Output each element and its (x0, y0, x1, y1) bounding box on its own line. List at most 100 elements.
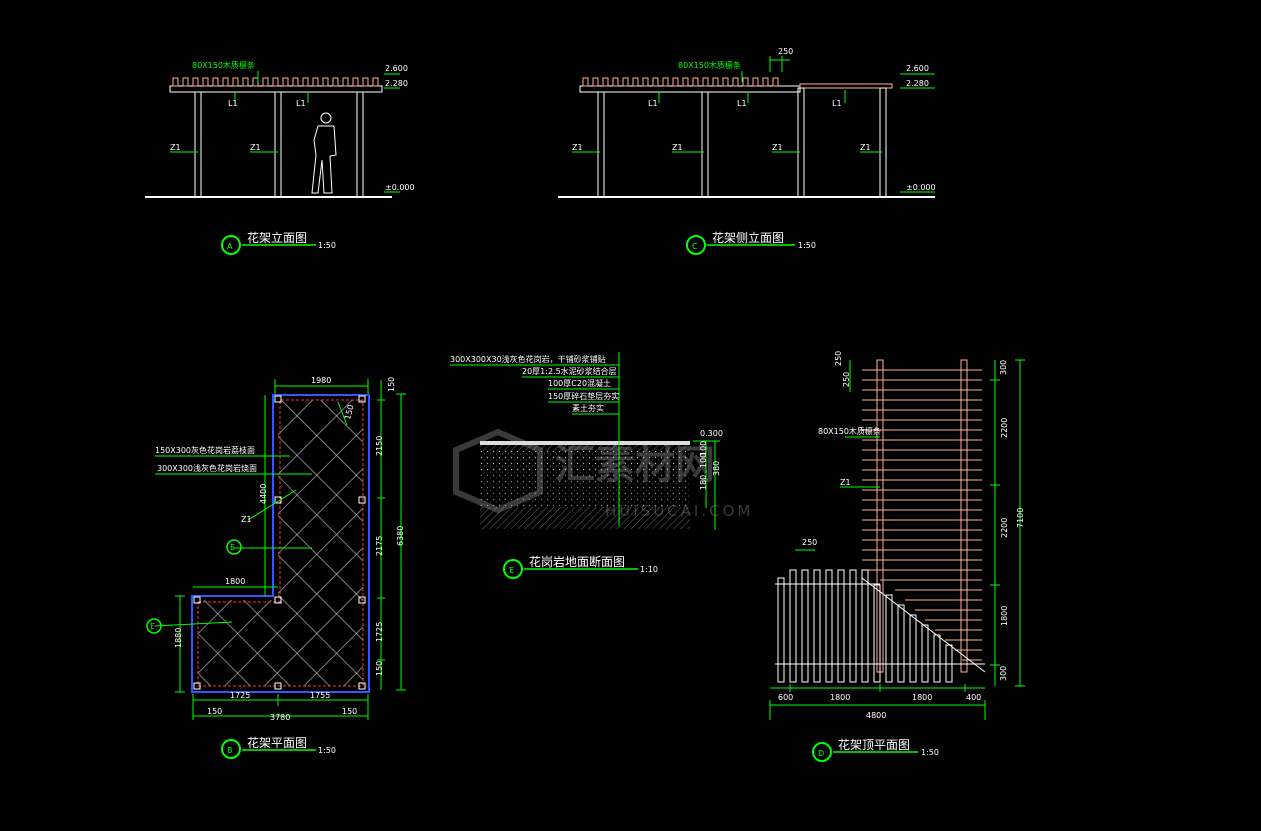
beam-label: L1 (228, 99, 238, 108)
view-e-section: 300X300X30浅灰色花岗岩，干铺砂浆铺贴 20厚1:2.5水泥砂浆结合层 … (450, 352, 723, 579)
layer-note: 300X300X30浅灰色花岗岩，干铺砂浆铺贴 (450, 354, 606, 364)
view-tag: B (227, 746, 233, 755)
main-beam (169, 85, 383, 93)
view-tag: E (509, 566, 514, 575)
purlin-ends (582, 77, 779, 87)
dim-right: 1725 (375, 622, 384, 642)
layer-note: 20厚1:2.5水泥砂浆结合层 (522, 366, 617, 376)
purlin-ends (172, 77, 379, 87)
spacing-dim: 250 (778, 47, 793, 56)
view-tag-circle (503, 559, 523, 579)
dim-bottom-total: 3780 (270, 713, 290, 722)
view-title-e: E 花岗岩地面断面图 1:10 (503, 554, 658, 579)
view-tag-circle (812, 742, 832, 762)
dim-bottom-total: 4800 (866, 711, 886, 720)
section-tag: E (150, 622, 155, 631)
dim-bottom: 150 (207, 707, 222, 716)
column-marks (193, 395, 366, 690)
dim-left: 1880 (174, 628, 183, 648)
side-wing (775, 569, 986, 683)
beam-label: L1 (648, 99, 658, 108)
main-beam (579, 85, 801, 93)
section-tag: E (230, 543, 235, 552)
view-scale: 1:50 (318, 241, 336, 250)
view-title: 花架立面图 (247, 230, 307, 245)
view-title-d: D 花架顶平面图 1:50 (812, 737, 939, 762)
level-mid: 2.280 (385, 79, 408, 88)
column (797, 87, 805, 198)
soil-layer (480, 507, 690, 529)
dim-corner: 150 (343, 404, 356, 421)
dim-overall: 6380 (396, 526, 405, 546)
dim-right: 1800 (1000, 606, 1009, 626)
view-tag: D (818, 749, 824, 758)
level-ground: ±0.000 (906, 183, 936, 192)
side-beam (799, 83, 893, 89)
dim-top: 250 (842, 372, 851, 387)
paving-note: 150X300灰色花岗岩荔枝面 (155, 445, 255, 455)
section-level: 0.300 (700, 429, 723, 438)
dim-top: 1980 (311, 376, 331, 385)
section-dim: 100 (699, 441, 708, 456)
dim-left-vertical: 4400 (259, 484, 268, 504)
gravel-layer (480, 471, 690, 507)
layer-note: 150厚碎石垫层夯实 (548, 391, 619, 401)
view-scale: 1:50 (318, 746, 336, 755)
column-label: Z1 (672, 143, 683, 152)
dim-top: 250 (834, 351, 843, 366)
column (879, 87, 887, 198)
dim-right: 2175 (375, 536, 384, 556)
column-label: Z1 (241, 515, 252, 524)
beam-label: L1 (737, 99, 747, 108)
view-a-elevation: 80X150木质檩条 2.600 2.280 ±0.000 Z1 Z1 L1 L… (145, 60, 415, 255)
section-dim: 380 (712, 461, 721, 476)
level-mid: 2.280 (906, 79, 929, 88)
view-title: 花岗岩地面断面图 (529, 554, 625, 569)
view-tag: A (227, 242, 233, 251)
column-label: Z1 (170, 143, 181, 152)
view-c-side-elevation: 80X150木质檩条 250 2.600 2.280 ±0.000 Z1 Z1 … (558, 47, 936, 255)
human-figure-icon (311, 112, 337, 194)
view-tag-circle (221, 739, 241, 759)
layer-note: 素土夯实 (572, 403, 604, 413)
view-scale: 1:10 (640, 565, 658, 574)
view-title: 花架顶平面图 (838, 737, 910, 752)
dim-bottom: 1725 (230, 691, 250, 700)
dim-side: 250 (802, 538, 817, 547)
view-tag-circle (221, 235, 241, 255)
level-top: 2.600 (906, 64, 929, 73)
dim-step: 1800 (225, 577, 245, 586)
view-title-c: C 花架侧立面图 1:50 (686, 230, 816, 255)
layer-note: 100厚C20混凝土 (548, 378, 611, 388)
stone-layer (480, 441, 690, 445)
level-ground: ±0.000 (385, 183, 415, 192)
section-dim: 100 (699, 453, 708, 468)
beam-note: 80X150木质檩条 (192, 60, 255, 70)
dim-right: 2200 (1000, 418, 1009, 438)
dim-overall: 7100 (1016, 508, 1025, 528)
slab-edge (191, 394, 370, 693)
column-label: Z1 (772, 143, 783, 152)
dim-right: 2200 (1000, 518, 1009, 538)
mortar-layer (480, 445, 690, 451)
concrete-layer (480, 451, 690, 471)
dim-bottom: 600 (778, 693, 793, 702)
view-title-a: A 花架立面图 1:50 (221, 230, 336, 255)
column (356, 91, 364, 198)
column-label: Z1 (860, 143, 871, 152)
beam-note: 80X150木质檩条 (818, 426, 881, 436)
view-d-top-plan: 80X150木质檩条 Z1 250 250 300 2200 2200 1800… (769, 351, 1025, 762)
view-title: 花架侧立面图 (712, 230, 784, 245)
view-scale: 1:50 (798, 241, 816, 250)
dim-right: 2150 (375, 436, 384, 456)
view-tag: C (692, 242, 698, 251)
column-label: Z1 (250, 143, 261, 152)
view-title-b: B 花架平面图 1:50 (221, 735, 336, 759)
purlins (862, 369, 982, 661)
dim-right: 150 (375, 661, 384, 676)
column (597, 91, 605, 198)
border-strip (197, 399, 364, 687)
beam-note: 80X150木质檩条 (678, 60, 741, 70)
paving-note: 300X300浅灰色花岗岩烧面 (157, 463, 257, 473)
